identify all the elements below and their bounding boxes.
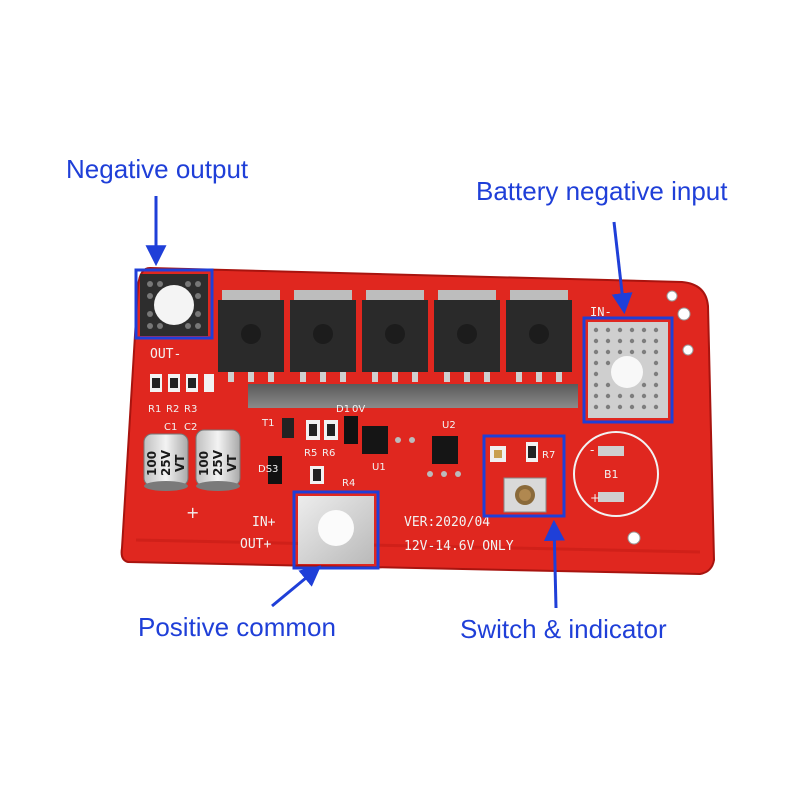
cap2-value: 100	[197, 451, 211, 476]
silk-u1: U1	[372, 462, 386, 473]
silk-c1: C1	[164, 422, 177, 433]
mosfet-1	[218, 290, 284, 382]
arrow-switch-indicator	[543, 519, 565, 609]
label-positive-common: Positive common	[138, 612, 336, 642]
silk-b1: B1	[604, 468, 619, 481]
silk-out-plus: OUT+	[240, 537, 271, 552]
silk-r1: R1	[148, 404, 161, 415]
silk-0v: 0V	[352, 404, 365, 415]
silk-voltage: 12V-14.6V ONLY	[404, 539, 514, 554]
battery-b1-outline	[573, 431, 659, 517]
mosfet-4	[434, 290, 500, 382]
mosfet-3	[362, 290, 428, 382]
mosfet-2	[290, 290, 356, 382]
capacitor-c1: 100 25V VT	[143, 433, 189, 491]
resistors-r1-r3	[150, 374, 214, 392]
mosfet-row	[218, 290, 572, 382]
copper-strip	[248, 384, 578, 408]
silk-in-plus: IN+	[252, 515, 276, 530]
cap1-rating: 25V	[159, 449, 173, 476]
capacitor-c2: 100 25V VT	[195, 429, 241, 491]
battery-negative-input-highlight	[582, 316, 674, 424]
positive-common-highlight	[292, 490, 380, 570]
negative-output-terminal	[140, 274, 208, 336]
battery-negative-input-terminal	[588, 322, 668, 418]
silk-battery-minus: -	[590, 443, 594, 457]
silk-ds: DS3	[258, 464, 278, 475]
switch-indicator-area	[490, 442, 547, 513]
label-switch-indicator: Switch & indicator	[460, 614, 667, 644]
silk-r6: R6	[322, 448, 335, 459]
switch-indicator-highlight	[482, 434, 566, 518]
silk-r3: R3	[184, 404, 197, 415]
silk-u2: U2	[442, 420, 456, 431]
negative-output-highlight	[134, 268, 214, 340]
silk-version: VER:2020/04	[404, 515, 490, 530]
silk-in-minus: IN-	[590, 305, 612, 319]
mounting-holes	[627, 290, 694, 545]
silk-d1: D1	[336, 404, 350, 415]
arrow-positive-common	[271, 565, 322, 608]
silk-r4: R4	[342, 478, 355, 489]
cap1-series: VT	[173, 454, 187, 472]
cap2-series: VT	[225, 454, 239, 472]
silk-r7: R7	[542, 450, 555, 461]
silk-out-minus: OUT-	[150, 347, 181, 362]
silk-battery-plus: +	[590, 491, 600, 505]
arrow-battery-negative-input	[611, 221, 633, 315]
silk-c2: C2	[184, 422, 197, 433]
positive-common-terminal	[298, 496, 374, 564]
cap2-rating: 25V	[211, 449, 225, 476]
label-battery-negative-input: Battery negative input	[476, 176, 728, 206]
small-components	[268, 416, 461, 484]
cap1-value: 100	[145, 451, 159, 476]
label-negative-output: Negative output	[66, 154, 249, 184]
silk-t1: T1	[261, 418, 274, 429]
mosfet-5	[506, 290, 572, 382]
silk-r2: R2	[166, 404, 179, 415]
silk-r5: R5	[304, 448, 317, 459]
silk-plus: +	[186, 503, 199, 522]
